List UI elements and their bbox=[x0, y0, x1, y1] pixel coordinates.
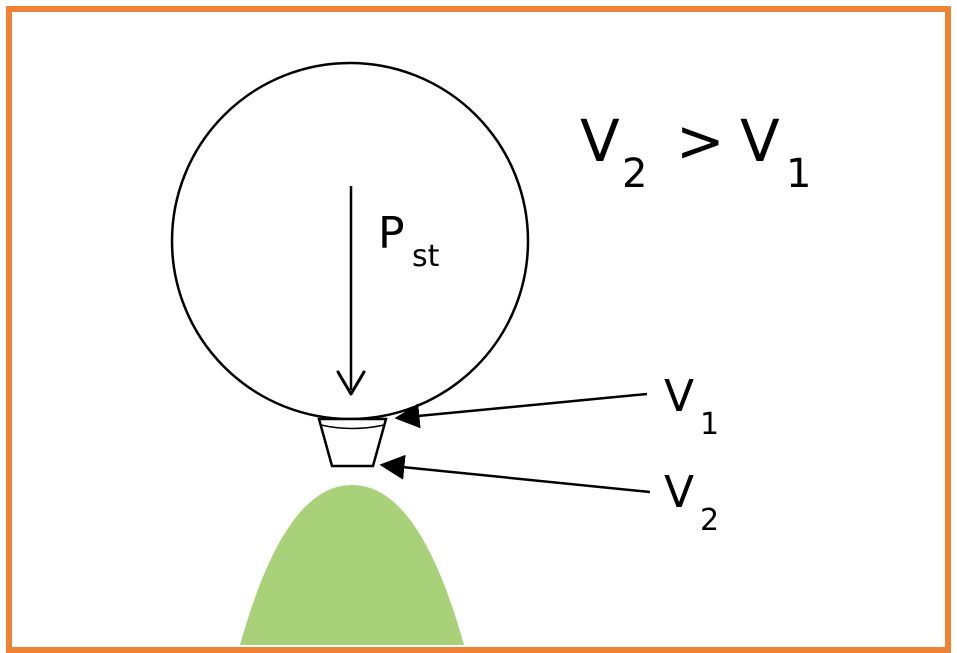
relation-rhs-symbol: V bbox=[740, 107, 780, 175]
green-mound bbox=[240, 485, 464, 645]
relation-lhs-subscript: 2 bbox=[622, 151, 647, 197]
v2-pointer-arrow bbox=[379, 454, 651, 494]
relation-lhs-symbol: V bbox=[580, 107, 620, 175]
v2-label-subscript: 2 bbox=[700, 503, 719, 538]
force-label-symbol: P bbox=[378, 208, 405, 259]
force-arrow-head bbox=[336, 370, 366, 396]
relation-operator: > bbox=[676, 107, 725, 175]
v1-label-symbol: V bbox=[664, 371, 694, 422]
v1-label-subscript: 1 bbox=[700, 407, 719, 442]
v1-pointer-arrow bbox=[394, 392, 648, 429]
force-label-subscript: st bbox=[412, 239, 440, 274]
contact-pad-top-edge bbox=[320, 424, 385, 430]
v2-label-symbol: V bbox=[664, 467, 694, 518]
contact-pad bbox=[317, 417, 388, 468]
relation-rhs-subscript: 1 bbox=[786, 151, 811, 197]
